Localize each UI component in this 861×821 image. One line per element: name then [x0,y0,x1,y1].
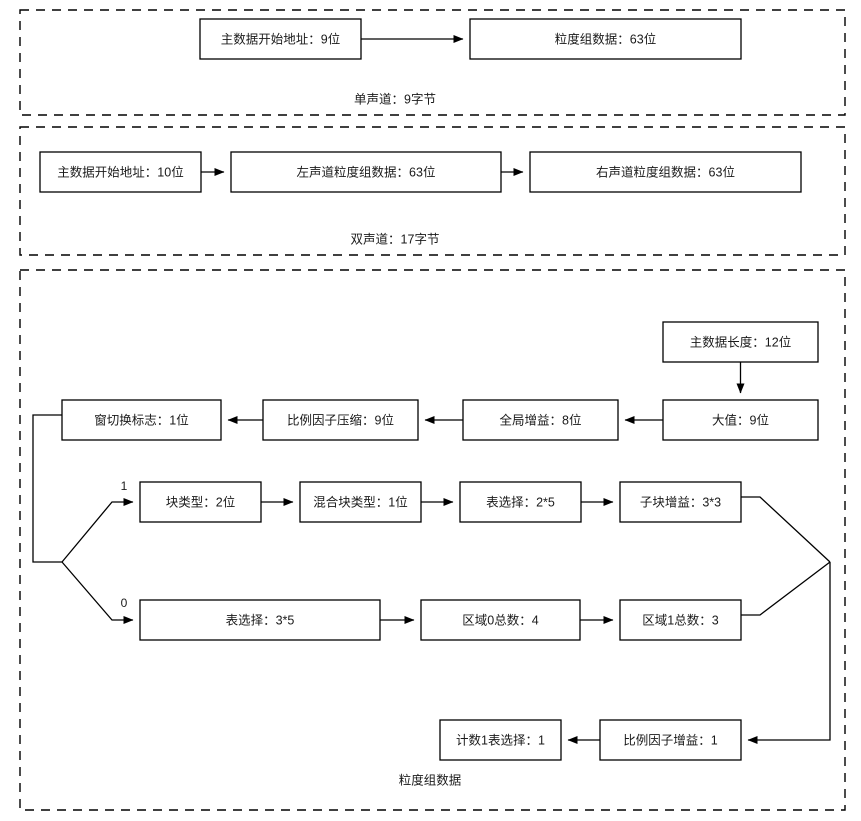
node-main-data-len-label: 主数据长度：12位 [690,334,791,349]
node-subblock-gain[interactable] [619,481,742,523]
node-stereo-left[interactable] [230,151,502,193]
node-block-type[interactable] [139,481,262,523]
group-frame-granule [19,269,846,811]
edge-region1-to-merge [741,561,831,616]
group-caption-mono: 单声道：9字节 [354,91,436,106]
edge-label-branch-one: 1 [121,479,128,493]
node-mono-start-addr-label: 主数据开始地址：9位 [221,31,340,46]
node-window-switch-flag[interactable] [61,399,222,441]
node-stereo-right-label: 右声道粒度组数据：63位 [596,164,735,179]
node-region1-count-label: 区域1总数：3 [642,612,718,627]
node-stereo-left-label: 左声道粒度组数据：63位 [297,164,436,179]
node-stereo-start-addr[interactable] [39,151,202,193]
edge-split-branch-zero [61,561,134,624]
node-mono-start-addr[interactable] [199,18,362,60]
node-mono-granule[interactable] [469,18,742,60]
node-count1table-select-label: 计数1表选择：1 [456,732,545,747]
node-stereo-right[interactable] [529,151,802,193]
node-big-values[interactable] [662,399,819,441]
node-table-select-3x5-label: 表选择：3*5 [226,613,295,627]
group-caption-granule: 粒度组数据 [399,772,462,787]
node-count1table-select[interactable] [439,719,562,761]
node-subblock-gain-label: 子块增益：3*3 [640,494,721,509]
node-table-select-2x5-label: 表选择：2*5 [486,495,555,509]
edge-subblockgain-to-merge [741,496,831,563]
node-big-values-label: 大值：9位 [712,412,769,427]
node-region0-count[interactable] [420,599,581,641]
node-region0-count-label: 区域0总数：4 [462,612,538,627]
node-block-type-label: 块类型：2位 [166,494,235,509]
node-scalefac-scale-label: 比例因子增益：1 [623,732,718,747]
node-mono-granule-label: 粒度组数据：63位 [555,31,656,46]
edge-label-branch-zero: 0 [121,596,128,610]
node-global-gain[interactable] [462,399,619,441]
edge-merge-to-scalefacscale [747,562,831,744]
node-scalefac-scale[interactable] [599,719,742,761]
edge-split-branch-one [61,498,134,563]
node-mixed-block-flag-label: 混合块类型：1位 [313,494,407,509]
node-global-gain-label: 全局增益：8位 [500,412,582,427]
edge-windowflag-to-split [32,414,62,563]
node-scalefac-compress[interactable] [262,399,419,441]
node-table-select-3x5[interactable] [139,599,381,641]
node-stereo-start-addr-label: 主数据开始地址：10位 [57,164,183,179]
group-frame-stereo [19,126,846,256]
group-caption-stereo: 双声道：17字节 [351,231,440,246]
node-window-switch-flag-label: 窗切换标志：1位 [94,412,188,427]
node-scalefac-compress-label: 比例因子压缩：9位 [287,412,394,427]
node-mixed-block-flag[interactable] [299,481,422,523]
node-region1-count[interactable] [619,599,742,641]
